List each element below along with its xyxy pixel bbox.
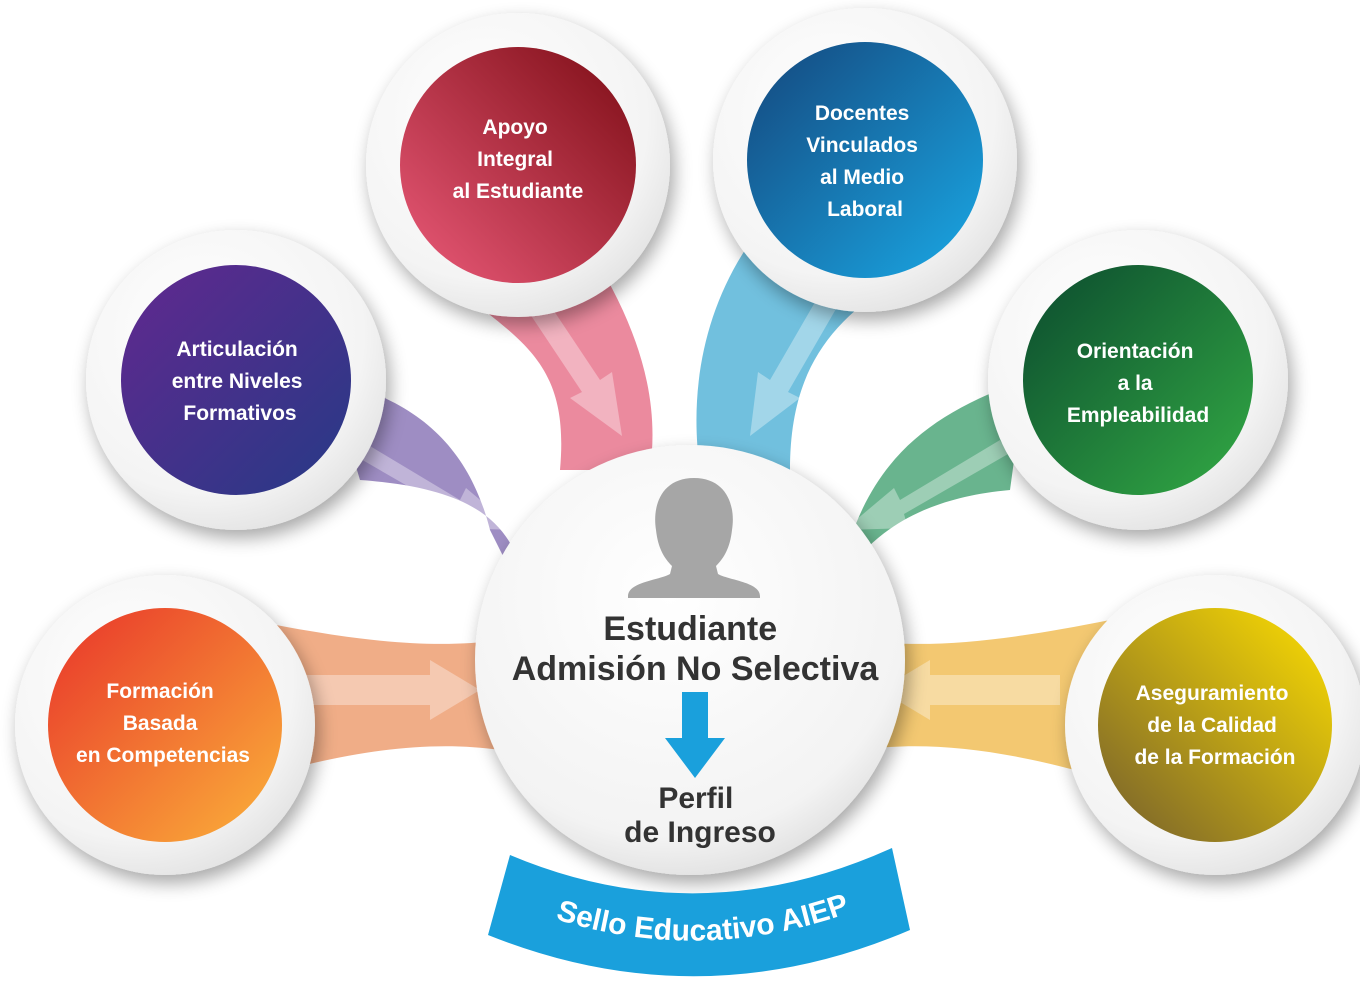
node-label-line: Basada	[123, 712, 198, 735]
node-label: Orientación a la Empleabilidad	[1067, 340, 1209, 427]
center-result-line2: de Ingreso	[624, 816, 776, 849]
node-label-line: Formación	[106, 680, 213, 703]
node-label-line: Vinculados	[806, 134, 918, 157]
person-silhouette-icon	[628, 478, 760, 598]
node-disc	[1098, 608, 1332, 842]
arrow-down-icon	[665, 692, 725, 778]
node-label-line: Empleabilidad	[1067, 404, 1209, 427]
node-label-line: Articulación	[176, 338, 297, 361]
node-label-line: Docentes	[815, 102, 910, 125]
node-label-line: Formativos	[183, 402, 296, 425]
node-disc	[1023, 265, 1253, 495]
node-label-line: Aseguramiento	[1136, 682, 1289, 705]
node-aseguramiento: Aseguramiento de la Calidad de la Formac…	[1065, 575, 1360, 875]
node-label-line: Apoyo	[482, 116, 547, 139]
stream-arrow-highlights	[300, 290, 1060, 720]
center-result-line1: Perfil	[658, 782, 733, 815]
stream-articulacion	[330, 380, 530, 610]
node-label-line: de la Formación	[1134, 746, 1295, 769]
node-label-line: al Estudiante	[453, 180, 584, 203]
center-node: Estudiante Admisión No Selectiva Perfil …	[475, 445, 905, 875]
node-label-line: Orientación	[1077, 340, 1194, 363]
center-result: Perfil de Ingreso	[624, 782, 776, 849]
stream-aseguramiento	[860, 620, 1110, 780]
node-label-line: en Competencias	[76, 744, 250, 767]
center-title: Estudiante Admisión No Selectiva	[512, 610, 880, 688]
stream-orientacion	[820, 380, 1025, 620]
center-disc	[475, 445, 905, 875]
node-disc	[48, 608, 282, 842]
node-apoyo-integral: Apoyo Integral al Estudiante	[366, 13, 670, 317]
node-label-line: entre Niveles	[172, 370, 303, 393]
node-disc	[747, 42, 983, 278]
sello-badge: Sello Educativo AIEP	[488, 848, 910, 977]
node-orientacion: Orientación a la Empleabilidad	[988, 230, 1288, 530]
center-title-line2: Admisión No Selectiva	[512, 650, 880, 688]
center-title-line1: Estudiante	[603, 610, 777, 648]
node-label-line: Laboral	[827, 198, 903, 221]
node-label: Apoyo Integral al Estudiante	[453, 116, 584, 203]
node-label: Formación Basada en Competencias	[76, 680, 250, 767]
node-label: Articulación entre Niveles Formativos	[172, 338, 309, 425]
node-label-line: Integral	[477, 148, 553, 171]
node-docentes-vinculados: Docentes Vinculados al Medio Laboral	[713, 8, 1017, 312]
node-label-line: al Medio	[820, 166, 904, 189]
badge-ribbon	[488, 848, 910, 977]
node-label-line: de la Calidad	[1147, 714, 1277, 737]
node-formacion: Formación Basada en Competencias	[15, 575, 315, 875]
node-label: Docentes Vinculados al Medio Laboral	[806, 102, 924, 221]
node-label-line: a la	[1118, 372, 1153, 395]
node-disc	[121, 265, 351, 495]
node-label: Aseguramiento de la Calidad de la Formac…	[1134, 682, 1295, 769]
node-disc	[400, 47, 636, 283]
node-articulacion: Articulación entre Niveles Formativos	[86, 230, 386, 530]
